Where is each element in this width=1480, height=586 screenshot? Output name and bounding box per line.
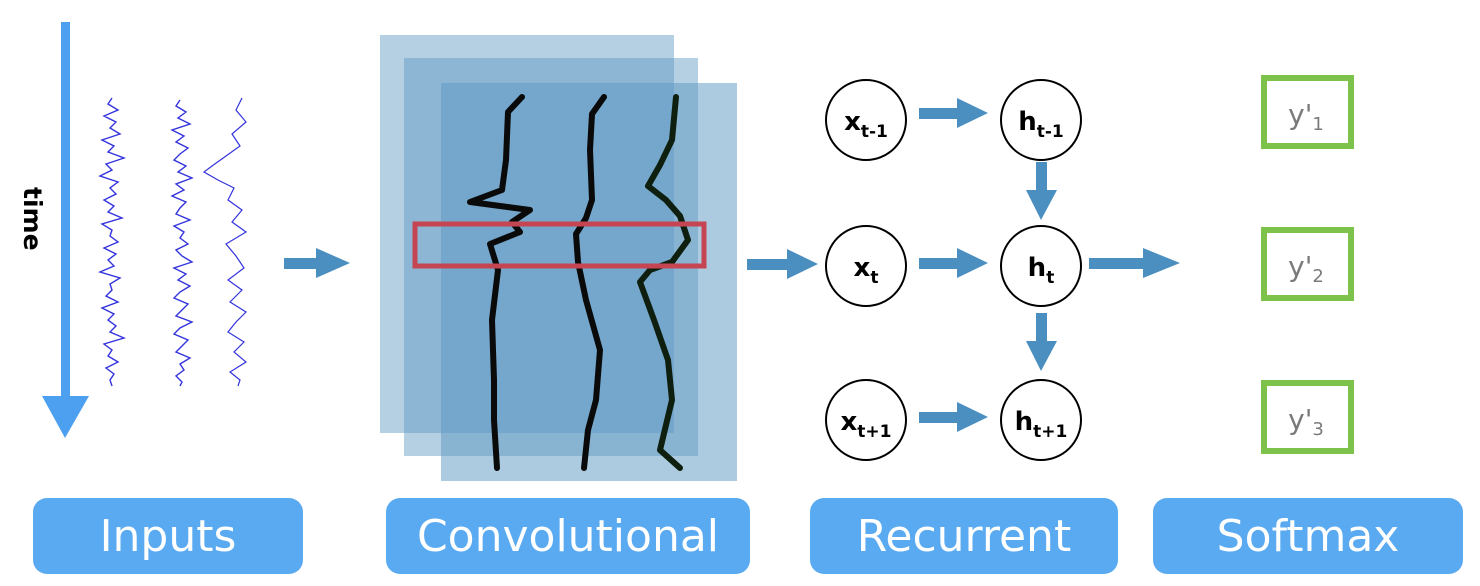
input-signals <box>97 97 248 387</box>
output-y3: y'3 <box>1261 380 1354 454</box>
svg-text:xt+1: xt+1 <box>841 407 892 442</box>
time-label: time <box>18 187 47 251</box>
feature-trace-3 <box>637 94 691 471</box>
node-x-prev: xt-1 <box>825 79 907 161</box>
node-h-curr: ht <box>1000 225 1082 307</box>
arrow-conv-to-recurrent <box>747 249 818 279</box>
output-y2: y'2 <box>1261 227 1354 301</box>
svg-text:xt: xt <box>854 253 879 288</box>
svg-text:y'1: y'1 <box>1288 98 1324 135</box>
svg-text:ht-1: ht-1 <box>1018 107 1064 142</box>
input-signal-3 <box>202 97 248 387</box>
node-x-curr: xt <box>825 225 907 307</box>
svg-text:ht+1: ht+1 <box>1015 407 1068 442</box>
conv-layers <box>380 35 737 481</box>
feature-traces <box>467 94 691 471</box>
time-arrow <box>42 22 89 438</box>
node-x-next: xt+1 <box>825 379 907 461</box>
node-h-next: ht+1 <box>1000 379 1082 461</box>
label-inputs: Inputs <box>33 498 303 574</box>
label-convolutional: Convolutional <box>386 498 750 574</box>
output-y1: y'1 <box>1261 75 1354 149</box>
input-signal-2 <box>170 99 194 387</box>
svg-text:ht: ht <box>1028 253 1055 288</box>
input-signal-1 <box>97 97 127 387</box>
highlight-window <box>412 221 707 269</box>
feature-trace-1 <box>467 94 533 471</box>
recurrent-arrows <box>919 98 1180 432</box>
feature-trace-2 <box>573 94 607 471</box>
svg-text:y'3: y'3 <box>1288 403 1324 440</box>
svg-text:y'2: y'2 <box>1288 250 1324 287</box>
label-softmax: Softmax <box>1153 498 1463 574</box>
label-recurrent: Recurrent <box>810 498 1118 574</box>
node-h-prev: ht-1 <box>1000 79 1082 161</box>
svg-text:xt-1: xt-1 <box>844 107 888 142</box>
arrow-inputs-to-conv <box>284 248 350 278</box>
